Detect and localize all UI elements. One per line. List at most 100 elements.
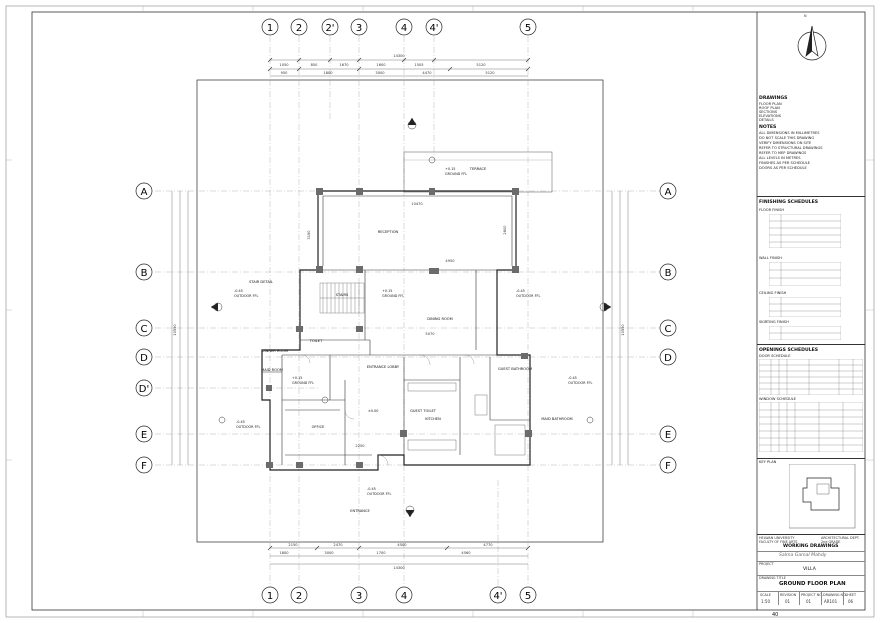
drawings-line-3: SECTIONS	[759, 110, 778, 114]
dim-top2-4: 4470	[422, 71, 432, 75]
svg-text:F: F	[141, 461, 147, 472]
room-kitchen: KITCHEN	[425, 417, 441, 421]
svg-text:1: 1	[267, 591, 273, 602]
dim-left-overall: 10550	[173, 324, 177, 336]
grid-bubble-E-left: E	[135, 425, 153, 443]
grid-bubble-A-right: A	[659, 182, 677, 200]
year-label: 2nd GRADE	[821, 540, 841, 544]
grid-bubble-1-bottom: 1	[261, 586, 279, 604]
grid-bubble-B-right: B	[659, 263, 677, 281]
room-maid-bathroom: MAID BATHROOM	[541, 417, 572, 421]
grid-bubble-3-bottom: 3	[350, 586, 368, 604]
grid-bubble-1-top: 1	[261, 18, 279, 36]
key-plan	[789, 464, 856, 529]
svg-text:4': 4'	[429, 23, 438, 34]
dim-bottom2-1: 1800	[279, 551, 289, 555]
dim-top2-3: 3000	[375, 71, 385, 75]
svg-text:E: E	[665, 430, 671, 441]
level-tags: +0.15 GROUND FFL +0.15 GROUND FFL -0.45 …	[234, 167, 593, 496]
level-terrace: GROUND FFL	[445, 172, 467, 176]
svg-text:B: B	[665, 268, 672, 279]
level-right: OUTDOOR FFL	[516, 294, 541, 298]
svg-text:C: C	[665, 324, 672, 335]
openings-header: OPENINGS SCHEDULES	[759, 348, 819, 353]
level-entrance: OUTDOOR FFL	[367, 492, 392, 496]
grid-bubble-3-top: 3	[350, 18, 368, 36]
dim-top-1: 1050	[279, 63, 289, 67]
note-8: DOORS AS PER SCHEDULE	[759, 166, 807, 170]
dim-internal-3: 5070	[425, 332, 435, 336]
grid-bubble-C-left: C	[135, 319, 153, 337]
note-2: DO NOT SCALE THIS DRAWING	[759, 136, 815, 140]
project-no-label: PROJECT NO.	[801, 593, 823, 597]
level-east-value: -0.45	[568, 376, 577, 380]
svg-text:4: 4	[401, 23, 407, 34]
grid-lines	[155, 36, 660, 585]
dim-bottom2-4: 4560	[461, 551, 471, 555]
ceiling-finish-table	[769, 297, 841, 317]
grid-bubble-F-right: F	[659, 456, 677, 474]
svg-text:2: 2	[296, 591, 302, 602]
keyplan-header: KEY PLAN	[759, 460, 777, 464]
svg-text:E: E	[141, 430, 147, 441]
grid-bubble-5-top: 5	[519, 18, 537, 36]
level-dining-value: +0.15	[382, 289, 392, 293]
ceiling-finish-label: CEILING FINISH	[759, 291, 787, 295]
svg-text:1: 1	[267, 23, 273, 34]
scale-value: 1:50	[761, 599, 770, 604]
dim-bottom-1: 2150	[288, 543, 298, 547]
grid-bubbles-left: A B C D D' E F	[135, 182, 153, 474]
window-schedule-table	[759, 402, 863, 452]
room-entrance-lobby: ENTRANCE LOBBY	[367, 365, 400, 369]
svg-text:3: 3	[356, 23, 362, 34]
grid-bubble-4-top: 4	[395, 18, 413, 36]
svg-text:4': 4'	[493, 591, 502, 602]
department-name: ARCHITECTURAL DEPT.	[821, 536, 860, 540]
structural-columns	[266, 188, 532, 468]
svg-text:D: D	[140, 353, 148, 364]
staircase	[319, 282, 365, 314]
level-terrace-value: +0.15	[445, 167, 455, 171]
room-dining: DINING ROOM	[427, 317, 452, 321]
dim-internal-6: 2250	[355, 444, 365, 448]
note-1: ALL DIMENSIONS IN MILLIMETRES	[759, 131, 820, 135]
grid-bubbles-bottom: 1 2 3 4 4' 5	[261, 586, 537, 604]
svg-text:4: 4	[401, 591, 407, 602]
window-schedule-label: WINDOW SCHEDULE	[759, 397, 797, 401]
dim-internal-2: 4950	[445, 259, 455, 263]
revision-value: 01	[785, 599, 791, 604]
note-5: REFER TO MEP DRAWINGS	[759, 151, 807, 155]
grid-bubble-D-left: D	[135, 348, 153, 366]
student-name: Salma Gamal Mahdy	[779, 553, 827, 558]
svg-text:F: F	[665, 461, 671, 472]
north-arrow-icon	[797, 25, 827, 61]
room-guest-toilet: GUEST TOILET	[410, 409, 437, 413]
dim-top2-1: 950	[281, 71, 289, 75]
sheet-value: 06	[848, 599, 854, 604]
sheet-border	[5, 5, 875, 618]
dimension-lines	[171, 57, 629, 565]
door-schedule-table	[759, 359, 863, 395]
grid-bubbles-top: 1 2 2' 3 4 4' 5	[261, 18, 537, 36]
grid-bubble-2-top: 2	[290, 18, 308, 36]
dim-top-2: 850	[311, 63, 319, 67]
dim-top-5: 1505	[414, 63, 423, 67]
svg-text:D: D	[664, 353, 672, 364]
wall-finish-label: WALL FINISH	[759, 256, 782, 260]
wall-finish-table	[769, 262, 841, 286]
scale-label: SCALE	[760, 593, 771, 597]
dim-right-overall: 10550	[621, 324, 625, 336]
door-schedule-label: DOOR SCHEDULE	[759, 354, 791, 358]
note-3: VERIFY DIMENSIONS ON SITE	[759, 141, 812, 145]
dim-bottom-3: 4500	[397, 543, 407, 547]
level-right-value: -0.45	[516, 289, 525, 293]
svg-text:5: 5	[525, 23, 531, 34]
svg-text:2: 2	[296, 23, 302, 34]
dim-bottom2-2: 3000	[324, 551, 334, 555]
drawings-line-4: ELEVATIONS	[759, 114, 782, 118]
revision-label: REVISION	[780, 593, 797, 597]
level-dining: GROUND FFL	[382, 294, 404, 298]
grid-bubble-A-left: A	[135, 182, 153, 200]
floor-finish-label: FLOOR FINISH	[759, 208, 785, 212]
working-drawings-title: WORKING DRAWINGS	[783, 544, 839, 549]
